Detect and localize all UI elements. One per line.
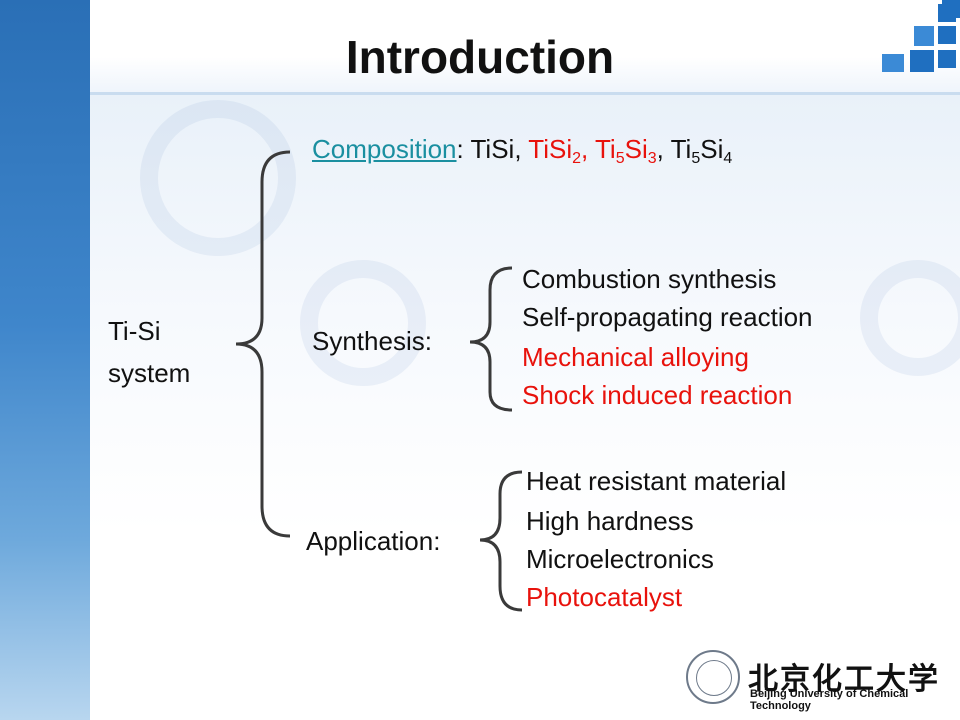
composition-line: Composition: TiSi, TiSi2, Ti5Si3, Ti5Si4 <box>312 134 733 167</box>
composition-item-red: TiSi2, Ti5Si3 <box>528 134 657 167</box>
composition-item: Ti5Si4 <box>670 134 733 167</box>
application-item: High hardness <box>526 506 694 536</box>
composition-link[interactable]: Composition <box>312 134 457 164</box>
synthesis-item: Combustion synthesis <box>522 264 777 294</box>
synthesis-label: Synthesis: <box>312 326 432 356</box>
synthesis-brace <box>469 266 513 412</box>
decor-square <box>914 26 934 46</box>
application-item: Microelectronics <box>526 544 714 574</box>
synthesis-item-highlight: Mechanical alloying <box>522 342 749 372</box>
root-label-line1: Ti-Si <box>108 316 161 346</box>
left-decor-band <box>0 0 90 720</box>
composition-item: TiSi <box>470 134 515 164</box>
decor-square <box>910 50 934 72</box>
application-label: Application: <box>306 526 441 556</box>
decor-square <box>938 26 956 44</box>
root-brace <box>235 150 291 538</box>
application-brace <box>479 470 523 612</box>
university-name-english: Beijing University of Chemical Technolog… <box>750 688 909 712</box>
composition-comma: , <box>656 134 671 164</box>
decor-square <box>938 4 956 22</box>
application-item: Heat resistant material <box>526 466 787 496</box>
synthesis-item: Self-propagating reaction <box>522 302 813 332</box>
synthesis-item-highlight: Shock induced reaction <box>522 380 793 410</box>
university-seal-logo <box>686 650 740 704</box>
university-name-chinese: 北京化工大学 <box>748 662 940 697</box>
composition-comma: , <box>514 134 529 164</box>
title-divider <box>90 92 960 95</box>
title-band <box>90 0 960 95</box>
decor-square <box>882 54 904 72</box>
application-item-highlight: Photocatalyst <box>526 582 683 612</box>
composition-separator: : <box>456 134 471 164</box>
slide-title: Introduction <box>345 31 615 83</box>
decor-square <box>938 50 956 68</box>
root-label-line2: system <box>108 358 191 388</box>
